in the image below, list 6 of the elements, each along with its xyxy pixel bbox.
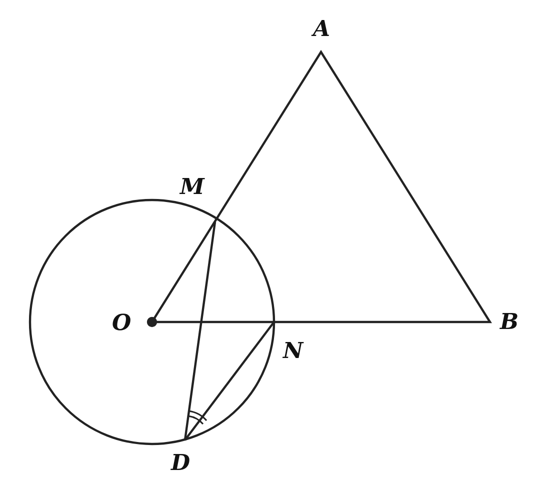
point-label: D <box>171 452 190 474</box>
vertex-label: B <box>500 311 519 333</box>
point-label: N <box>283 340 304 362</box>
center-label: O <box>112 312 132 334</box>
point-label: M <box>180 176 204 198</box>
vertex-label: A <box>313 18 330 40</box>
